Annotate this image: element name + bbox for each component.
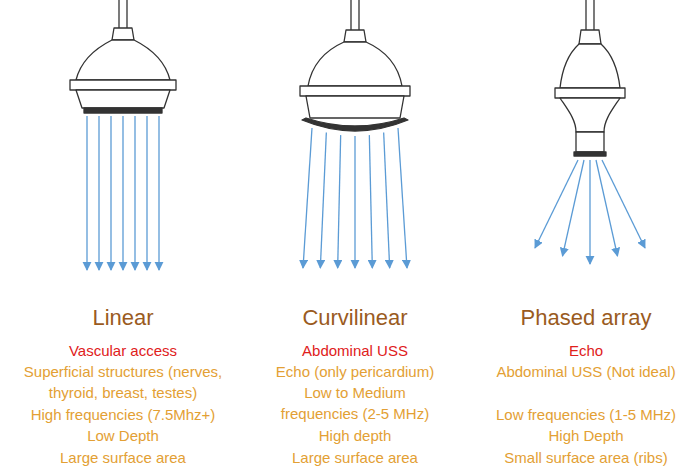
probe-title: Phased array — [486, 305, 685, 331]
secondary-use: Abdominal USS (Not ideal) — [486, 361, 685, 382]
probe-title: Curvilinear — [270, 305, 440, 331]
beam-arrow — [384, 132, 390, 268]
probe-title: Linear — [12, 305, 234, 331]
beam-arrow — [596, 160, 618, 256]
surface-note: Large surface area — [270, 447, 440, 467]
beam-arrow — [98, 116, 99, 270]
surface-note: Large surface area — [12, 447, 234, 467]
phased-array-probe — [555, 0, 625, 156]
frequency-range: High frequencies (7.5Mhz+) — [12, 404, 234, 425]
frequency-range: Low frequencies (1-5 MHz) — [486, 404, 685, 425]
ultrasound-beams — [87, 116, 645, 270]
beam-arrow — [338, 135, 341, 268]
primary-use: Echo — [486, 340, 685, 361]
beam-arrow — [602, 160, 645, 248]
depth-note: Low Depth — [12, 425, 234, 446]
secondary-use: Superficial structures (nerves, thyroid,… — [12, 361, 234, 403]
beam-arrow — [563, 160, 585, 256]
beam-arrow — [110, 116, 111, 270]
beam-arrow — [134, 116, 135, 270]
frequency-range: Low to Medium frequencies (2-5 MHz) — [270, 382, 440, 424]
beam-arrow — [589, 160, 590, 264]
primary-use: Abdominal USS — [270, 340, 440, 361]
beam-arrow — [146, 116, 147, 270]
beam-arrow — [354, 136, 355, 268]
beam-arrow — [398, 128, 407, 268]
linear-probe — [70, 0, 176, 113]
beam-arrow — [158, 116, 159, 270]
primary-use: Vascular access — [12, 340, 234, 361]
beam-arrow — [86, 116, 87, 270]
depth-note: High depth — [270, 425, 440, 446]
beam-arrow — [303, 128, 312, 268]
beam-arrow — [122, 116, 123, 270]
surface-note: Small surface area (ribs) — [486, 447, 685, 467]
curvilinear-probe — [300, 0, 410, 131]
beam-arrow — [320, 132, 326, 268]
secondary-use: Echo (only pericardium) — [270, 361, 440, 382]
beam-arrow — [535, 160, 578, 248]
beam-arrow — [369, 135, 372, 268]
depth-note: High Depth — [486, 425, 685, 446]
